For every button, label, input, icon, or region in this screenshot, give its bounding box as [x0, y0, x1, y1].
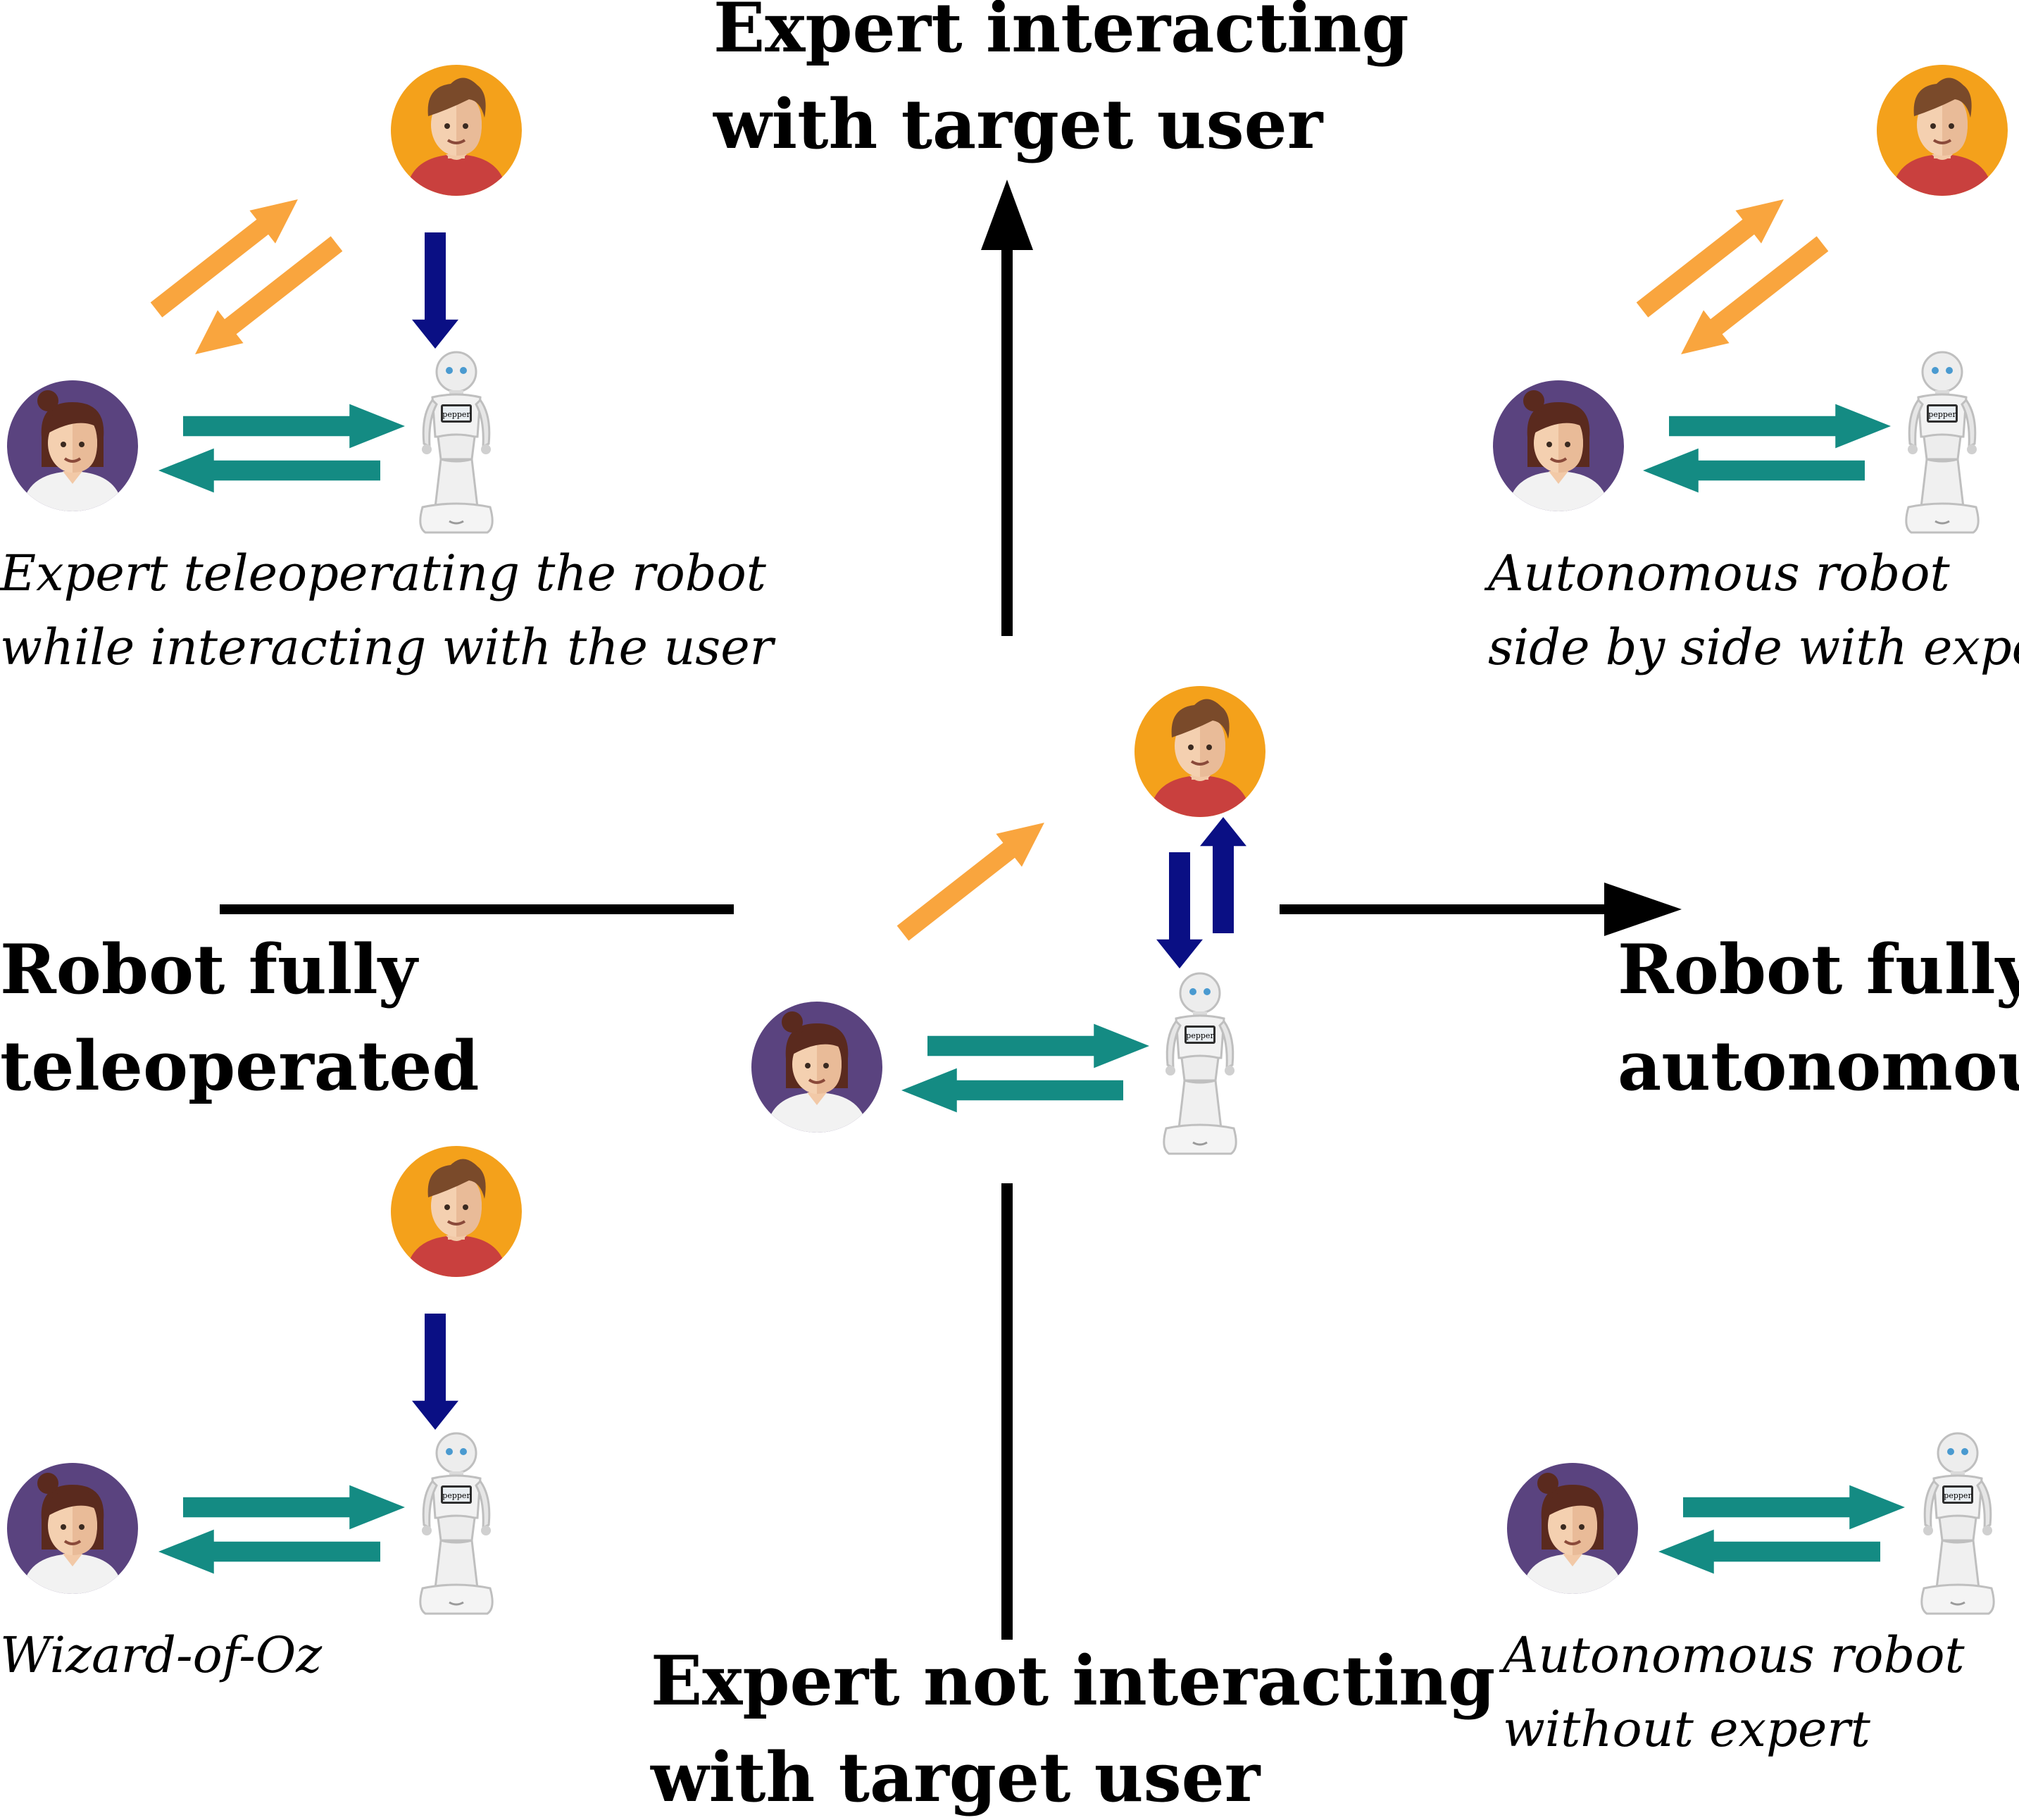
teal-arrow-right	[927, 1023, 1149, 1068]
robot-icon: pepper	[1920, 1432, 1995, 1615]
teal-arrow-left	[1643, 448, 1865, 493]
scene-bottom-left: pepper Wizard-of-Oz	[0, 1146, 522, 1684]
svg-text:pepper: pepper	[1928, 410, 1956, 419]
teal-arrow-right	[183, 404, 405, 449]
teal-arrow-left	[158, 1529, 381, 1574]
user-avatar-icon	[751, 1002, 882, 1133]
teal-arrow-left	[1658, 1529, 1880, 1574]
scene-top-right: pepper Autonomous robot side by side wit…	[1484, 65, 2019, 676]
teal-arrow-right	[1669, 404, 1891, 449]
orange-arrow-down	[182, 227, 350, 371]
orange-arrow-up	[143, 182, 311, 327]
axis-label-top-line1: Expert interacting	[713, 0, 1409, 68]
expert-avatar-icon	[391, 65, 522, 196]
expert-avatar-icon	[391, 1146, 522, 1277]
axis-label-top-line2: with target user	[713, 85, 1324, 164]
svg-text:pepper: pepper	[1944, 1491, 1972, 1500]
orange-arrow-up	[889, 806, 1058, 950]
axis-top-arrowhead	[981, 180, 1033, 250]
caption-bottom-right-line2: without expert	[1503, 1700, 1871, 1758]
robot-icon: pepper	[419, 351, 494, 534]
scene-center: pepper	[751, 686, 1265, 1155]
teal-arrow-left	[901, 1068, 1123, 1113]
blue-arrow-up	[1200, 817, 1246, 933]
caption-top-left-line2: while interacting with the user	[0, 618, 776, 676]
scene-bottom-right: pepper Autonomous robot without expert	[1499, 1432, 1995, 1758]
expert-avatar-icon	[1877, 65, 2008, 196]
robot-icon: pepper	[1905, 351, 1980, 534]
caption-top-left-line1: Expert teleoperating the robot	[0, 544, 767, 602]
svg-text:pepper: pepper	[442, 410, 470, 419]
user-avatar-icon	[7, 380, 138, 511]
caption-bottom-left: Wizard-of-Oz	[0, 1626, 323, 1684]
axis-label-left-line2: teleoperated	[0, 1026, 480, 1106]
svg-text:pepper: pepper	[1186, 1031, 1214, 1040]
user-avatar-icon	[7, 1463, 138, 1594]
user-avatar-icon	[1493, 380, 1624, 511]
axis-label-bottom-line1: Expert not interacting	[651, 1641, 1495, 1721]
caption-top-right-line1: Autonomous robot	[1484, 544, 1950, 602]
axis-label-right-line2: autonomous	[1618, 1026, 2019, 1106]
axis-label-left-line1: Robot fully	[0, 930, 420, 1009]
caption-bottom-right-line1: Autonomous robot	[1499, 1626, 1965, 1684]
orange-arrow-up	[1629, 182, 1797, 327]
expert-avatar-icon	[1134, 686, 1265, 817]
axis-right-arrowhead	[1604, 883, 1682, 936]
blue-arrow-down	[412, 232, 458, 349]
robot-icon: pepper	[419, 1432, 494, 1615]
axis-label-bottom-line2: with target user	[650, 1738, 1261, 1817]
user-avatar-icon	[1507, 1463, 1638, 1594]
svg-text:pepper: pepper	[442, 1491, 470, 1500]
caption-top-right-line2: side by side with expert	[1488, 618, 2019, 676]
teal-arrow-right	[183, 1485, 405, 1530]
orange-arrow-down	[1668, 227, 1836, 371]
axis-label-right-line1: Robot fully	[1618, 930, 2019, 1009]
blue-arrow-down	[1156, 852, 1203, 968]
blue-arrow-down	[412, 1314, 458, 1430]
scene-top-left: pepper Expert teleoperating the robot wh…	[0, 65, 776, 676]
teal-arrow-right	[1683, 1485, 1905, 1530]
teal-arrow-left	[158, 448, 381, 493]
robot-icon: pepper	[1163, 972, 1237, 1155]
